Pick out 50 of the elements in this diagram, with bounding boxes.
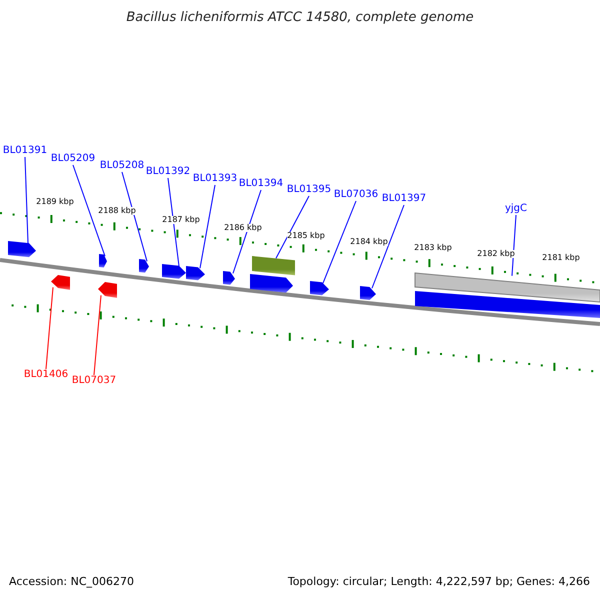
genome-info-text: Topology: circular; Length: 4,222,597 bp; Genes: 4,266 bbox=[288, 576, 590, 587]
coordinate-label: 2189 kbp bbox=[36, 198, 74, 206]
gene-feature bbox=[250, 274, 293, 293]
gene-feature bbox=[310, 281, 329, 296]
leader-line bbox=[94, 294, 102, 376]
chart-title: Bacillus licheniformis ATCC 14580, complete genome bbox=[125, 11, 475, 24]
gene-label: BL01395 bbox=[286, 185, 332, 195]
leader-line bbox=[232, 190, 262, 274]
coordinate-label: 2183 kbp bbox=[414, 244, 452, 252]
gene-feature bbox=[98, 282, 117, 298]
gene-label: BL05208 bbox=[100, 161, 144, 171]
leader-line bbox=[322, 200, 356, 284]
gene-bar bbox=[414, 272, 600, 303]
gene-label: BL01392 bbox=[146, 167, 190, 177]
coordinate-label: 2181 kbp bbox=[542, 254, 580, 262]
coordinate-label: 2186 kbp bbox=[224, 224, 262, 232]
leader-line bbox=[372, 204, 404, 289]
leader-line bbox=[200, 184, 216, 269]
gene-bar bbox=[415, 291, 600, 318]
coordinate-label: 2188 kbp bbox=[98, 207, 136, 215]
gene-bar bbox=[252, 256, 295, 276]
coordinate-label: 2185 kbp bbox=[287, 232, 325, 240]
leader-line bbox=[72, 164, 106, 257]
accession-text: Accession: NC_006270 bbox=[9, 576, 134, 587]
gene-label: BL01394 bbox=[238, 179, 284, 189]
coordinate-label: 2187 kbp bbox=[162, 216, 200, 224]
gene-feature bbox=[186, 266, 205, 280]
gene-feature bbox=[99, 254, 107, 268]
gene-label: BL05209 bbox=[50, 154, 96, 164]
gene-label: BL01391 bbox=[2, 146, 48, 156]
leader-line bbox=[46, 286, 54, 370]
gene-label: BL07037 bbox=[72, 376, 116, 386]
gene-label: BL01393 bbox=[192, 174, 238, 184]
gene-feature bbox=[223, 271, 235, 285]
gene-feature bbox=[51, 275, 70, 290]
leader-line bbox=[512, 214, 516, 276]
gene-label: BL07036 bbox=[334, 190, 378, 200]
leader-line bbox=[122, 172, 148, 262]
gene-label: BL01406 bbox=[24, 370, 68, 380]
gene-feature bbox=[139, 259, 149, 273]
gene-label: yjgC bbox=[504, 204, 528, 214]
gene-label: BL01397 bbox=[382, 194, 426, 204]
coordinate-label: 2182 kbp bbox=[477, 250, 515, 258]
gene-feature bbox=[162, 264, 186, 279]
gene-feature bbox=[8, 241, 36, 258]
coordinate-label: 2184 kbp bbox=[350, 238, 388, 246]
gene-feature bbox=[360, 286, 376, 300]
leader-line bbox=[168, 178, 180, 267]
leader-line bbox=[276, 196, 310, 259]
leader-line bbox=[24, 156, 28, 244]
